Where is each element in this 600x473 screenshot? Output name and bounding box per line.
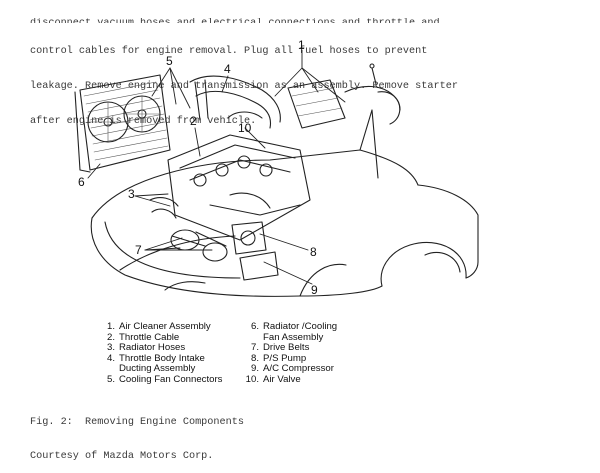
legend-item: 5. Cooling Fan Connectors: [100, 373, 250, 386]
car-body: [90, 109, 479, 297]
legend-column-left: 1.Air Cleaner Assembly 2.Throttle Cable …: [100, 321, 250, 386]
legend-number: 1.: [106, 321, 115, 332]
legend-text: Throttle Body Intake Ducting Assembly: [119, 352, 205, 375]
callout-9: 9: [311, 283, 318, 297]
intro-line-3: after engine is removed from vehicle.: [30, 115, 257, 127]
callout-2: 2: [190, 114, 197, 128]
legend-item: 2. Throttle Cable: [100, 331, 250, 344]
engine-diagram: 1 2 3 4 5 6 7 8 9 10: [74, 38, 479, 297]
callout-1: 1: [298, 38, 305, 52]
callout-4: 4: [224, 62, 231, 76]
legend-item: 10. Air Valve: [244, 373, 384, 386]
legend-number: 4.: [106, 352, 115, 364]
legend-number: 3.: [106, 342, 115, 354]
air-cleaner-assembly: [287, 63, 401, 129]
legend-text: Radiator Hoses: [119, 342, 186, 354]
legend-text: Air Cleaner Assembly: [119, 321, 211, 332]
legend-text: Radiator /Cooling Fan Assembly: [263, 321, 338, 343]
callout-7: 7: [135, 243, 142, 257]
legend-number: 7.: [250, 342, 259, 354]
legend-text: Air Valve: [263, 373, 301, 385]
radiator-fan-assembly: [74, 74, 171, 173]
legend-text: Throttle Cable: [119, 331, 180, 343]
caption-line-2: Courtesy of Mazda Motors Corp.: [30, 451, 214, 463]
legend-number: 10.: [245, 373, 259, 385]
ps-pump-ac-compressor: [231, 221, 279, 281]
legend-text: Drive Belts: [263, 342, 310, 354]
engine-block: [149, 134, 311, 241]
legend-number: 2.: [106, 331, 115, 343]
figure-caption: Fig. 2: Removing Engine Components Court…: [30, 395, 244, 473]
legend-item: 7. Drive Belts: [244, 343, 384, 354]
legend-text: P/S Pump: [263, 352, 307, 364]
legend-item: 1. Air Cleaner Assembly: [100, 321, 250, 333]
legend-item: 6. Radiator /Cooling Fan Assembly: [244, 321, 384, 343]
legend-number: 9.: [250, 363, 259, 375]
legend-number: 8.: [250, 352, 259, 364]
legend-item: 4. Throttle Body Intake Ducting Assembly: [100, 352, 250, 375]
legend-text: A/C Compressor: [263, 363, 334, 375]
intro-text: disconnect vacuum hoses and electrical c…: [30, 0, 590, 139]
callout-6: 6: [78, 175, 85, 189]
intro-line-1: control cables for engine removal. Plug …: [30, 46, 428, 58]
intake-ducting: [189, 75, 281, 129]
caption-line-1: Fig. 2: Removing Engine Components: [30, 417, 244, 429]
legend-item: 9. A/C Compressor: [244, 364, 384, 375]
legend-text: Cooling Fan Connectors: [119, 373, 223, 385]
callout-10: 10: [238, 121, 252, 135]
legend-item: 8. P/S Pump: [244, 352, 384, 365]
legend-item: 3. Radiator Hoses: [100, 343, 250, 354]
leader-lines: [87, 49, 346, 285]
callout-5: 5: [166, 54, 173, 68]
callout-8: 8: [310, 245, 317, 259]
intro-line-cut: disconnect vacuum hoses and electrical c…: [30, 18, 590, 23]
legend-column-right: 6. Radiator /Cooling Fan Assembly 7. Drive…: [244, 321, 384, 386]
callout-3: 3: [128, 187, 135, 201]
legend-number: 6.: [250, 321, 259, 332]
legend-number: 5.: [106, 373, 115, 385]
drive-belts: [170, 229, 228, 262]
